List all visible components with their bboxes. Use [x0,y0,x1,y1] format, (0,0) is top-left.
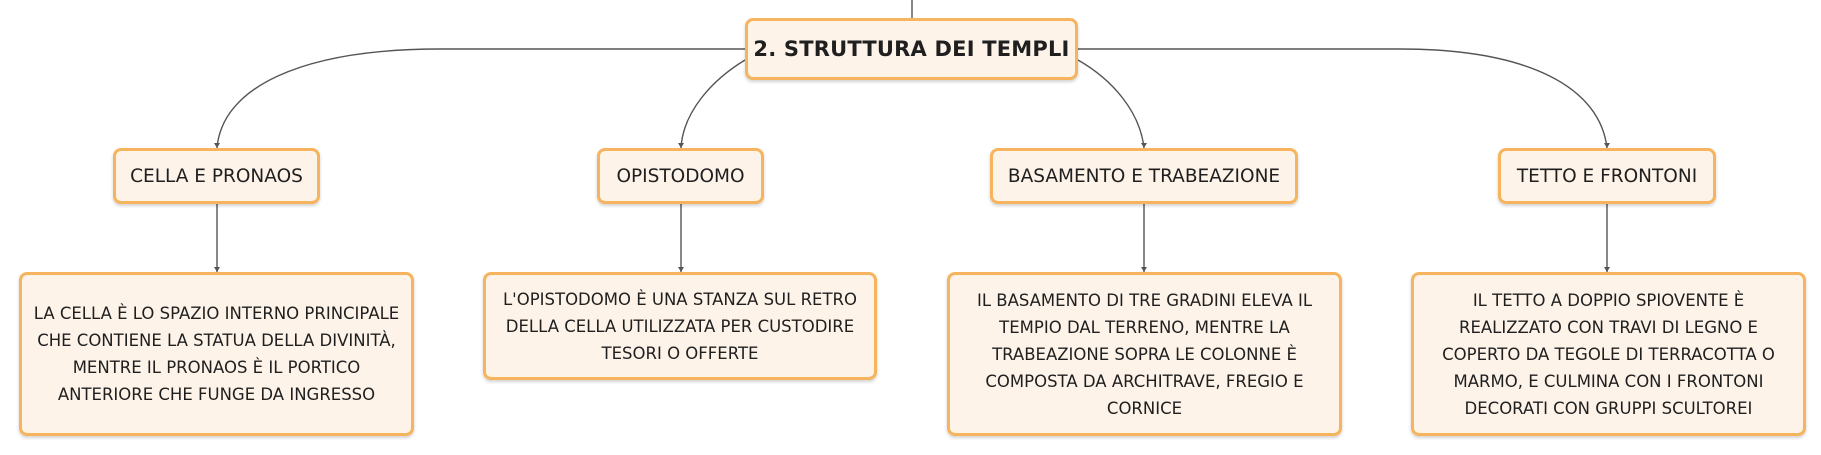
arrowhead [214,143,220,148]
arrowhead [214,267,220,272]
detail-node-opistodomo[interactable]: L'OPISTODOMO È UNA STANZA SUL RETRO DELL… [483,272,877,380]
arrowhead [678,267,684,272]
branch-node-basamento-trabeazione[interactable]: BASAMENTO E TRABEAZIONE [990,148,1298,204]
connector-root-branch-3 [1077,59,1145,149]
root-node[interactable]: 2. STRUTTURA DEI TEMPLI [745,18,1078,80]
detail-node-tetto-frontoni[interactable]: IL TETTO A DOPPIO SPIOVENTE È REALIZZATO… [1411,272,1806,436]
connector-root-branch-1 [216,48,745,149]
detail-node-cella-pronaos[interactable]: LA CELLA È LO SPAZIO INTERNO PRINCIPALE … [19,272,414,436]
arrowhead [1141,143,1147,148]
arrowhead [1141,267,1147,272]
detail-node-basamento-trabeazione[interactable]: IL BASAMENTO DI TRE GRADINI ELEVA IL TEM… [947,272,1342,436]
branch-node-cella-pronaos[interactable]: CELLA E PRONAOS [113,148,320,204]
connector-root-branch-2 [680,59,746,149]
arrowhead [1604,267,1610,272]
connector-root-branch-4 [1078,48,1608,149]
arrowhead [678,143,684,148]
branch-node-opistodomo[interactable]: OPISTODOMO [597,148,764,204]
arrowhead [1604,143,1610,148]
branch-node-tetto-frontoni[interactable]: TETTO E FRONTONI [1498,148,1716,204]
